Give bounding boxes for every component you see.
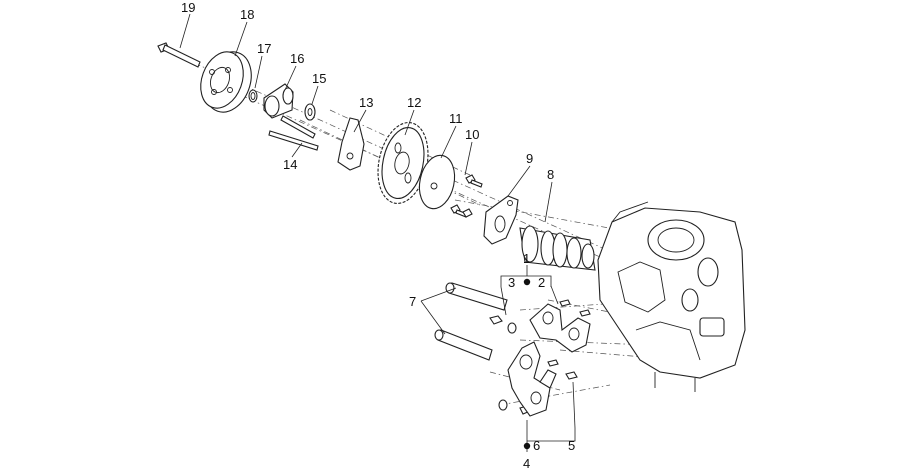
part-8-camshaft [519, 225, 596, 271]
part-12-timing-gear [377, 122, 429, 204]
callout-12: 12 [407, 95, 421, 110]
part-7-rocker-shafts [434, 282, 508, 361]
callout-8: 8 [547, 167, 554, 182]
part-11-plate [418, 154, 456, 210]
cylinder-head [597, 201, 746, 392]
assembly-axis-lines [169, 51, 681, 406]
bullet-group-1 [523, 278, 531, 286]
part-14-pin [268, 130, 319, 151]
part-10-screws [450, 174, 483, 218]
part-18-pulley [200, 51, 252, 113]
callout-15: 15 [312, 71, 326, 86]
callout-5: 5 [568, 438, 575, 453]
part-2-rocker-arm-upper [529, 299, 591, 353]
callout-6: 6 [533, 438, 540, 453]
part-15-washer [304, 103, 316, 121]
leader-lines [179, 13, 576, 452]
part-3-nut [489, 315, 517, 334]
part-9-plate [483, 195, 519, 245]
callout-labels: 19 18 17 16 15 14 13 12 11 10 9 8 7 1 2 … [181, 0, 575, 471]
callout-3: 3 [508, 275, 515, 290]
callout-1: 1 [523, 251, 530, 266]
part-13-bracket [337, 117, 365, 171]
callout-19: 19 [181, 0, 195, 15]
callout-13: 13 [359, 95, 373, 110]
callout-16: 16 [290, 51, 304, 66]
callout-10: 10 [465, 127, 479, 142]
callout-7: 7 [409, 294, 416, 309]
part-17-circlip [248, 89, 258, 103]
callout-17: 17 [257, 41, 271, 56]
callout-4: 4 [523, 456, 530, 471]
callout-2: 2 [538, 275, 545, 290]
part-16-bracket [263, 83, 316, 139]
part-5-rocker-arm-lower [507, 341, 578, 417]
part-19-bolt [157, 42, 201, 68]
callout-18: 18 [240, 7, 254, 22]
bullet-group-4 [523, 442, 531, 450]
callout-11: 11 [449, 111, 463, 126]
callout-14: 14 [283, 157, 297, 172]
callout-9: 9 [526, 151, 533, 166]
